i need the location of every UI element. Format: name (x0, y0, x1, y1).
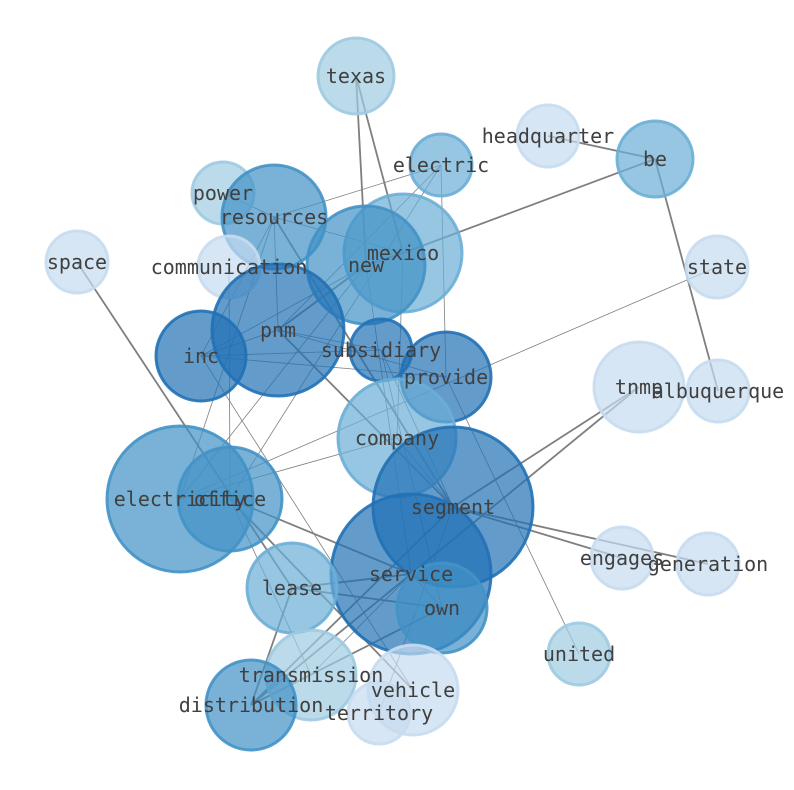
node-label-distribution: distribution (179, 693, 324, 717)
node-label-space: space (47, 250, 107, 274)
node-office (176, 445, 284, 553)
node-label-service: service (369, 562, 453, 586)
node-engages (589, 525, 655, 591)
node-label-headquarter: headquarter (482, 124, 614, 148)
node-distribution (204, 658, 298, 752)
node-label-engages: engages (580, 546, 664, 570)
node-label-electricity: electricity (114, 487, 246, 511)
node-label-inc: inc (183, 344, 219, 368)
node-tnmp (592, 340, 686, 434)
node-albuquerque (685, 358, 751, 424)
node-generation (675, 531, 741, 597)
node-label-mexico: mexico (367, 241, 439, 265)
node-label-vehicle: vehicle (371, 678, 455, 702)
node-label-new: new (348, 253, 385, 277)
node-label-albuquerque: albuquerque (652, 379, 784, 403)
node-label-transmission: transmission (239, 663, 384, 687)
node-label-company: company (355, 426, 439, 450)
node-label-subsidiary: subsidiary (321, 338, 441, 362)
node-label-state: state (687, 255, 747, 279)
node-headquarter (515, 103, 581, 169)
node-label-texas: texas (326, 64, 386, 88)
node-state (684, 234, 750, 300)
node-electric (408, 132, 474, 198)
node-texas (316, 36, 396, 116)
node-label-territory: territory (325, 701, 433, 725)
node-label-communication: communication (151, 255, 308, 279)
node-label-tnmp: tnmp (615, 375, 663, 399)
node-label-be: be (643, 147, 667, 171)
node-label-office: office (194, 487, 266, 511)
node-label-provide: provide (404, 365, 488, 389)
node-territory (346, 680, 412, 746)
node-label-segment: segment (411, 495, 495, 519)
label-layer: texas headquarter be electric powerresources… (47, 64, 784, 725)
node-layer (44, 36, 751, 752)
node-label-electric: electric (393, 153, 489, 177)
node-space (44, 229, 110, 295)
node-inc (154, 309, 248, 403)
node-label-lease: lease (262, 576, 322, 600)
node-label-united: united (543, 642, 615, 666)
node-label-generation: generation (648, 552, 768, 576)
node-label-power: power (193, 181, 253, 205)
node-label-pnm: pnm (260, 318, 296, 342)
node-label-resources: resources (220, 205, 328, 229)
node-united (546, 621, 612, 687)
node-own (395, 561, 489, 655)
node-be (615, 119, 695, 199)
node-label-own: own (424, 596, 460, 620)
